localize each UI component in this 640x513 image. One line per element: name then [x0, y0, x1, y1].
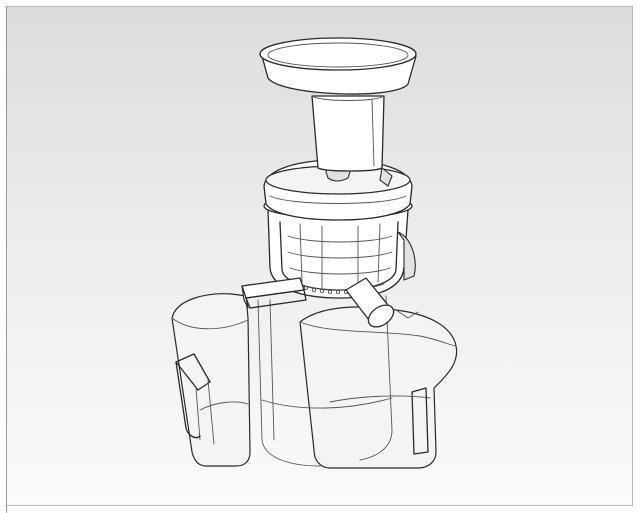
- right-juice-cup: [299, 306, 458, 469]
- juicer-lid: [263, 159, 413, 221]
- left-juice-cup: [171, 293, 251, 467]
- hopper-tray: [259, 37, 417, 95]
- feed-chute: [311, 95, 393, 187]
- frame-left-edge: [6, 6, 7, 513]
- pulp-outlet: [345, 277, 395, 328]
- motor-base: [257, 295, 393, 467]
- juice-spout: [241, 277, 307, 309]
